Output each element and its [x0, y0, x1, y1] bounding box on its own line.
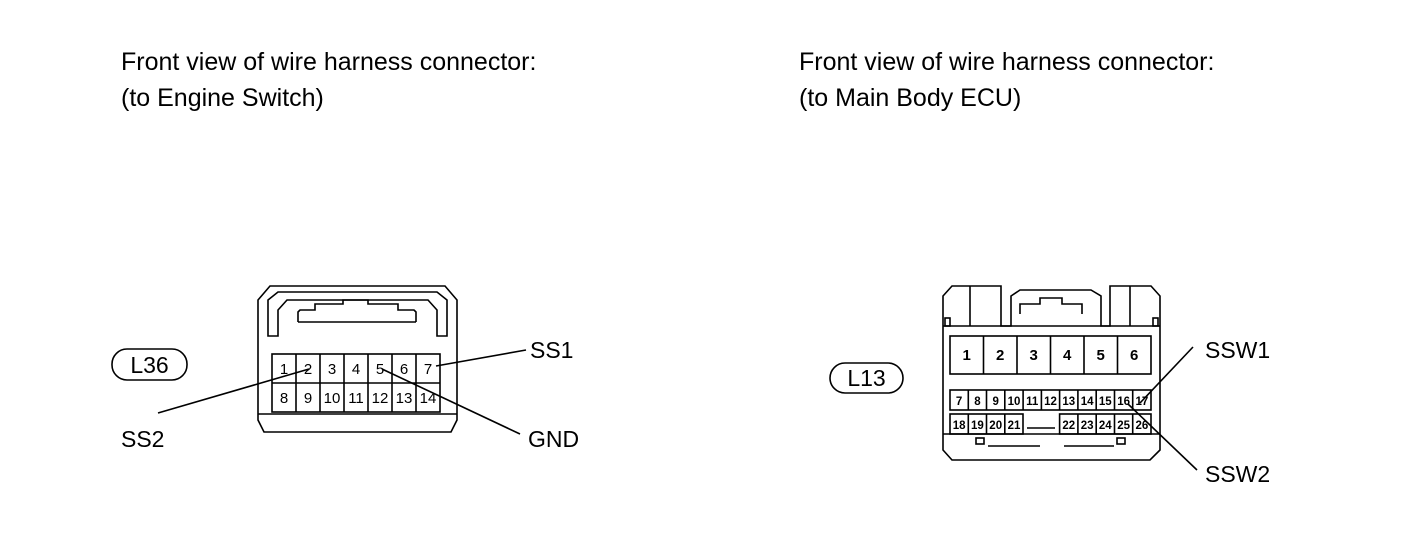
right-pin-16: 16 — [1117, 396, 1130, 408]
right-connector: 1 2 3 4 5 6 7 8 9 10 11 12 13 14 15 16 1… — [829, 285, 1270, 487]
right-pin-23: 23 — [1081, 420, 1094, 432]
right-pin-7: 7 — [956, 396, 962, 408]
left-connector: 1 2 3 4 5 6 7 8 9 10 11 12 13 14 L36 SS1… — [111, 285, 579, 452]
left-title-line1: Front view of wire harness connector: — [121, 48, 537, 76]
right-housing-key — [1116, 437, 1126, 445]
right-pin-grid-bottom-right — [1058, 413, 1152, 435]
left-pin-7: 7 — [424, 361, 432, 378]
left-pin-8: 8 — [280, 390, 288, 407]
right-pin-3: 3 — [1030, 347, 1038, 364]
right-pin-15: 15 — [1099, 396, 1112, 408]
right-housing-notch — [1152, 317, 1159, 327]
left-pin-13: 13 — [396, 390, 413, 407]
left-pin-3: 3 — [328, 361, 336, 378]
right-pin-21: 21 — [1008, 420, 1021, 432]
ss2-label: SS2 — [121, 426, 164, 452]
left-pin-11: 11 — [348, 390, 364, 407]
right-pin-22: 22 — [1062, 420, 1075, 432]
left-pin-5: 5 — [376, 361, 384, 378]
ss1-label: SS1 — [530, 337, 573, 363]
left-pin-12: 12 — [372, 390, 389, 407]
right-pin-2: 2 — [996, 347, 1004, 364]
right-connector-title: Front view of wire harness connector: (t… — [799, 44, 1214, 116]
left-pin-4: 4 — [352, 361, 360, 378]
right-pin-4: 4 — [1063, 347, 1072, 364]
right-title-line2: (to Main Body ECU) — [799, 84, 1022, 112]
right-housing-key — [975, 437, 985, 445]
right-pin-19: 19 — [971, 420, 984, 432]
right-pin-12: 12 — [1044, 396, 1057, 408]
ss1-leader-line — [435, 349, 527, 367]
right-pin-14: 14 — [1081, 396, 1094, 408]
right-connector-tag-outline — [829, 362, 904, 394]
left-latch — [297, 299, 417, 322]
left-title-line2: (to Engine Switch) — [121, 84, 324, 112]
right-pin-11: 11 — [1026, 396, 1039, 408]
left-connector-title: Front view of wire harness connector: (t… — [121, 44, 536, 116]
right-pin-grid-middle — [949, 389, 1152, 411]
right-pin-8: 8 — [974, 396, 981, 408]
right-pin-9: 9 — [992, 396, 998, 408]
right-latch — [1019, 297, 1083, 314]
right-pin-20: 20 — [989, 420, 1002, 432]
right-pin-13: 13 — [1062, 396, 1075, 408]
right-title-line1: Front view of wire harness connector: — [799, 48, 1215, 76]
right-pin-5: 5 — [1097, 347, 1105, 364]
gnd-label: GND — [528, 426, 579, 452]
ssw1-leader-line — [1139, 346, 1194, 404]
ssw1-label: SSW1 — [1205, 337, 1270, 363]
right-pin-26: 26 — [1136, 420, 1149, 432]
right-connector-tag: L13 — [847, 365, 885, 391]
right-pin-10: 10 — [1008, 396, 1021, 408]
left-connector-tag: L36 — [130, 352, 168, 378]
right-housing-notch — [944, 317, 951, 327]
left-pin-6: 6 — [400, 361, 408, 378]
right-pin-1: 1 — [963, 347, 971, 364]
right-pin-24: 24 — [1099, 420, 1112, 432]
right-pin-18: 18 — [953, 420, 966, 432]
ss2-leader-line — [157, 368, 310, 414]
left-pin-9: 9 — [304, 390, 312, 407]
gnd-leader-line — [381, 368, 521, 435]
left-inner-frame — [267, 291, 448, 337]
left-pin-10: 10 — [324, 390, 341, 407]
right-pin-6: 6 — [1130, 347, 1138, 364]
left-pin-14: 14 — [420, 390, 437, 407]
ssw2-label: SSW2 — [1205, 461, 1270, 487]
ssw2-leader-line — [1127, 403, 1198, 471]
left-connector-tag-outline — [111, 348, 188, 381]
left-pin-1: 1 — [280, 361, 288, 378]
right-pin-25: 25 — [1117, 420, 1130, 432]
left-housing-outline — [257, 285, 458, 433]
